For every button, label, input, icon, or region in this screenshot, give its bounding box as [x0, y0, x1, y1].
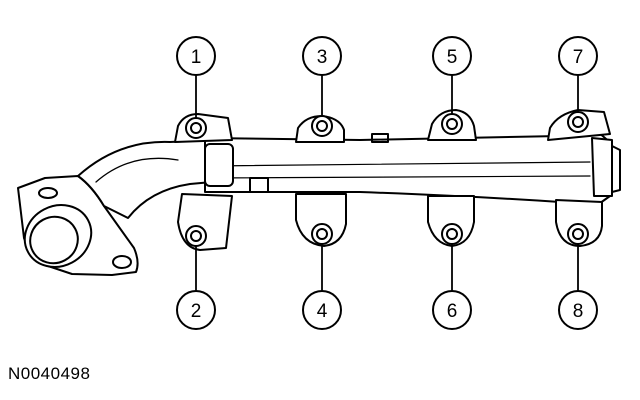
outlet-pipe: [77, 139, 216, 219]
callout-3: 3: [302, 36, 342, 76]
manifold-runner: [204, 131, 613, 207]
callout-1: 1: [176, 36, 216, 76]
callout-8-label: 8: [573, 301, 584, 322]
outlet-flange: [17, 175, 139, 276]
callout-2: 2: [176, 290, 216, 330]
bolt-hole-4: [311, 223, 333, 245]
callout-6-label: 6: [447, 301, 458, 322]
bolt-hole-8: [567, 223, 589, 245]
callout-5: 5: [432, 36, 472, 76]
callout-4: 4: [302, 290, 342, 330]
bolt-hole-1: [185, 117, 207, 139]
end-cap: [591, 137, 621, 197]
callout-5-label: 5: [447, 47, 458, 68]
bolt-hole-3: [311, 115, 333, 137]
callout-8: 8: [558, 290, 598, 330]
bolt-holes: [185, 111, 589, 247]
bolt-hole-2: [185, 225, 207, 247]
callout-1-label: 1: [191, 47, 202, 68]
leader-lines: [195, 74, 579, 291]
bolt-hole-5: [441, 113, 463, 135]
figure-id: N0040498: [8, 364, 91, 383]
callout-3-label: 3: [317, 47, 328, 68]
callout-4-label: 4: [317, 301, 328, 322]
bolt-hole-7: [567, 111, 589, 133]
bolt-hole-6: [441, 223, 463, 245]
callout-7: 7: [558, 36, 598, 76]
callout-6: 6: [432, 290, 472, 330]
callout-7-label: 7: [573, 47, 584, 68]
pipe-clamp: [204, 133, 389, 193]
callout-2-label: 2: [191, 301, 202, 322]
lower-port-pads: [177, 193, 603, 251]
